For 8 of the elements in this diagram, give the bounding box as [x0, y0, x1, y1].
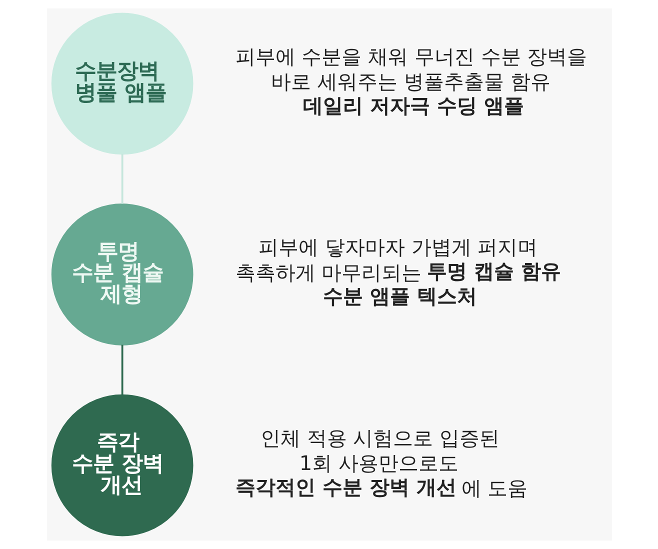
node-circle: 즉각 수분 장벽 개선	[50, 394, 193, 536]
node-circle: 수분장벽 병풀 앰플	[50, 12, 193, 155]
connector	[120, 344, 123, 395]
node-circle: 투명 수분 캡슐 제형	[50, 204, 193, 346]
node-label: 피부에 수분을 채워 무너진 수분 장벽을 바로 세워주는 병풀추출물 함유 데일리 저자극 수딩 앰플	[234, 44, 587, 118]
node-label: 피부에 닿자마자 가볍게 퍼지며 촉촉하게 마무리되는 투명 캡슐 함유 수분 앰플 텍스처	[234, 235, 560, 308]
node-label: 인체 적용 시험으로 입증된 1회 사용만으로도 즉각적인 수분 장벽 개선에 도움	[234, 426, 528, 500]
connector	[120, 154, 123, 204]
